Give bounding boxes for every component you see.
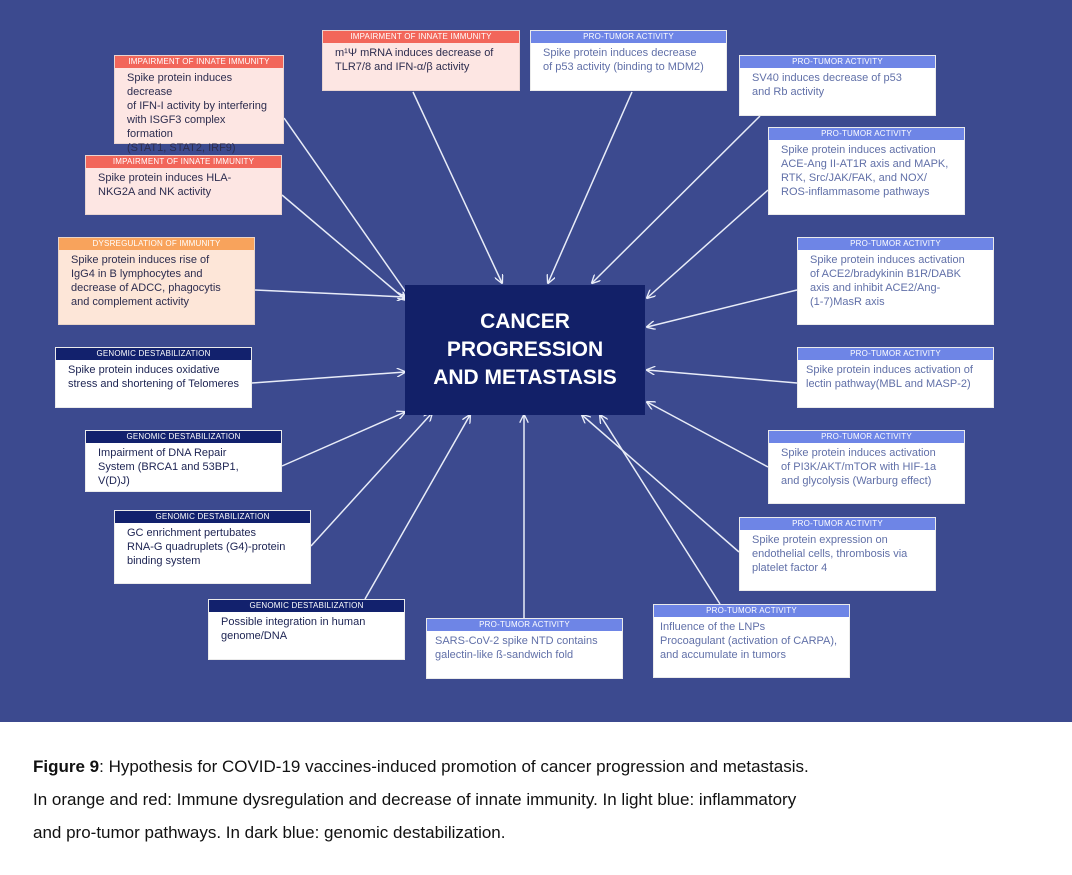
node-body: Impairment of DNA Repair System (BRCA1 a… [98,447,239,487]
node-body: Spike protein induces activation ACE-Ang… [781,144,949,198]
caption-line-1: Figure 9: Hypothesis for COVID-19 vaccin… [33,750,1043,783]
node-body: SARS-CoV-2 spike NTD contains galectin-l… [435,635,598,661]
node-header: DYSREGULATION OF IMMUNITY [59,238,254,250]
node-lnps: PRO-TUMOR ACTIVITY Influence of the LNPs… [653,604,850,678]
node-g4: GENOMIC DESTABILIZATION GC enrichment pe… [114,510,311,584]
node-body: Spike protein induces decrease of p53 ac… [543,47,704,73]
node-galectin: PRO-TUMOR ACTIVITY SARS-CoV-2 spike NTD … [426,618,623,679]
connector-arrow [600,415,721,605]
node-header: PRO-TUMOR ACTIVITY [531,31,726,43]
arrow-layer [251,91,798,618]
diagram-panel: CANCER PROGRESSION AND METASTASIS IMPAIR… [0,0,1072,722]
node-header: IMPAIRMENT OF INNATE IMMUNITY [86,156,281,168]
node-igg4: DYSREGULATION OF IMMUNITY Spike protein … [58,237,255,325]
node-body: GC enrichment pertubates RNA-G quadruple… [127,527,286,567]
node-lectin: PRO-TUMOR ACTIVITY Spike protein induces… [797,347,994,408]
node-body: Influence of the LNPs Procoagulant (acti… [660,621,838,661]
node-body: Spike protein induces activation of lect… [806,364,973,390]
connector-arrow [281,194,406,300]
node-endothelial: PRO-TUMOR ACTIVITY Spike protein express… [739,517,936,591]
node-body: Spike protein induces activation of ACE2… [810,254,965,308]
node-header: IMPAIRMENT OF INNATE IMMUNITY [115,56,283,68]
node-ace-ang: PRO-TUMOR ACTIVITY Spike protein induces… [768,127,965,215]
node-hla-nkg2a: IMPAIRMENT OF INNATE IMMUNITY Spike prot… [85,155,282,215]
connector-arrow [281,412,405,467]
node-header: GENOMIC DESTABILIZATION [86,431,281,443]
connector-arrow [283,117,410,298]
node-body: Spike protein induces oxidative stress a… [68,364,239,390]
node-header: PRO-TUMOR ACTIVITY [740,56,935,68]
connector-arrow [364,415,470,600]
node-body: Spike protein expression on endothelial … [752,534,908,574]
connector-arrow [254,289,405,297]
figure-caption: Figure 9: Hypothesis for COVID-19 vaccin… [33,750,1043,849]
node-header: IMPAIRMENT OF INNATE IMMUNITY [323,31,519,43]
caption-label: Figure 9 [33,757,100,776]
node-header: PRO-TUMOR ACTIVITY [740,518,935,530]
node-header: PRO-TUMOR ACTIVITY [654,605,849,617]
node-header: PRO-TUMOR ACTIVITY [798,348,993,360]
center-line-3: AND METASTASIS [433,366,617,389]
node-body: Spike protein induces HLA- NKG2A and NK … [98,172,232,198]
connector-arrow [548,91,633,283]
node-body: Spike protein induces activation of PI3K… [781,447,937,487]
node-telomeres: GENOMIC DESTABILIZATION Spike protein in… [55,347,252,408]
node-tlr: IMPAIRMENT OF INNATE IMMUNITY m¹Ψ mRNA i… [322,30,520,91]
connector-arrow [592,115,761,283]
connector-arrow [647,370,798,384]
center-line-2: PROGRESSION [446,338,604,361]
node-body: SV40 induces decrease of p53 and Rb acti… [752,72,902,98]
node-header: PRO-TUMOR ACTIVITY [769,128,964,140]
node-body: Spike protein induces decrease of IFN-I … [127,72,267,154]
node-header: GENOMIC DESTABILIZATION [115,511,310,523]
caption-line-2: In orange and red: Immune dysregulation … [33,790,797,809]
node-genome-integration: GENOMIC DESTABILIZATION Possible integra… [208,599,405,660]
center-line-1: CANCER [480,310,570,333]
center-node: CANCER PROGRESSION AND METASTASIS [405,285,645,415]
node-header: PRO-TUMOR ACTIVITY [427,619,622,631]
connector-arrow [412,91,502,283]
node-ifn-i: IMPAIRMENT OF INNATE IMMUNITY Spike prot… [114,55,284,154]
connector-arrow [647,189,769,298]
node-pi3k: PRO-TUMOR ACTIVITY Spike protein induces… [768,430,965,504]
node-sv40: PRO-TUMOR ACTIVITY SV40 induces decrease… [739,55,936,116]
node-header: PRO-TUMOR ACTIVITY [798,238,993,250]
node-body: Spike protein induces rise of IgG4 in B … [71,254,221,308]
connector-arrow [251,372,405,384]
connector-arrow [647,402,769,468]
caption-line-3: and pro-tumor pathways. In dark blue: ge… [33,823,506,842]
caption-text: : Hypothesis for COVID-19 vaccines-induc… [99,757,809,776]
node-header: GENOMIC DESTABILIZATION [56,348,251,360]
connector-arrow [647,289,798,327]
node-body: Possible integration in human genome/DNA [221,616,366,642]
node-body: m¹Ψ mRNA induces decrease of TLR7/8 and … [335,47,494,73]
node-header: PRO-TUMOR ACTIVITY [769,431,964,443]
node-p53-mdm2: PRO-TUMOR ACTIVITY Spike protein induces… [530,30,727,91]
node-dna-repair: GENOMIC DESTABILIZATION Impairment of DN… [85,430,282,492]
connector-arrow [582,415,740,553]
node-header: GENOMIC DESTABILIZATION [209,600,404,612]
connector-arrow [310,413,432,547]
node-ace2-bradykinin: PRO-TUMOR ACTIVITY Spike protein induces… [797,237,994,325]
